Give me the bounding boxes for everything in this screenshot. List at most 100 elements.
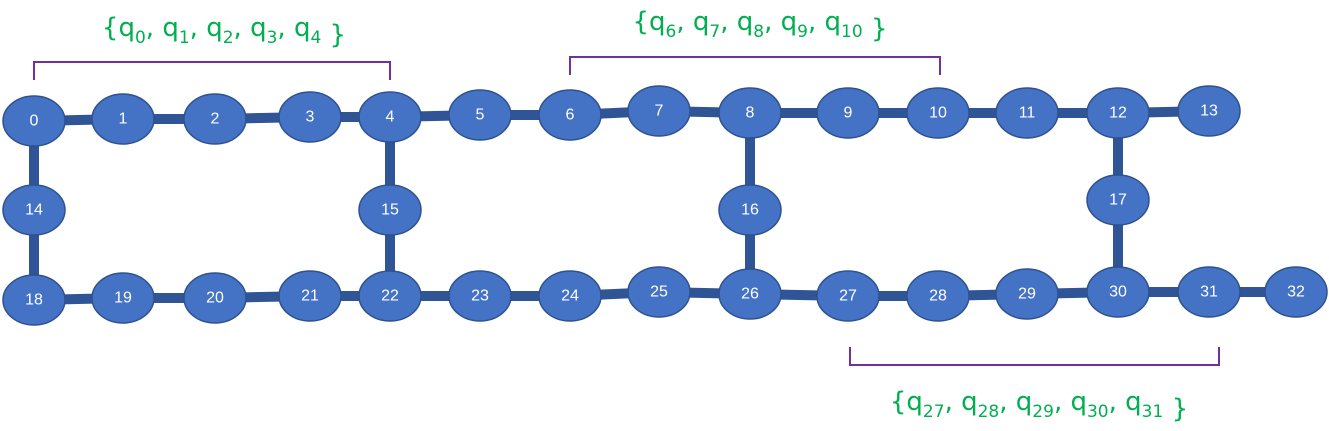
node-label-6: 6 (566, 107, 575, 124)
node-21: 21 (278, 270, 342, 322)
node-label-18: 18 (25, 292, 43, 309)
node-24: 24 (538, 270, 602, 322)
node-label-17: 17 (1109, 192, 1127, 209)
node-label-26: 26 (741, 286, 759, 303)
node-10: 10 (906, 87, 970, 139)
qubit-subscript: 2 (223, 28, 234, 48)
qubit-subscript: 3 (267, 28, 278, 48)
node-16: 16 (718, 184, 782, 236)
qubit-symbol: q (1125, 387, 1142, 417)
qubit-symbol: q (649, 7, 666, 37)
node-4: 4 (358, 91, 422, 143)
node-circle-27 (816, 270, 880, 322)
node-label-14: 14 (25, 202, 43, 219)
qubit-separator: , (1054, 387, 1071, 417)
qubit-symbol: q (294, 13, 311, 43)
node-14: 14 (2, 184, 66, 236)
node-22: 22 (358, 270, 422, 322)
bracket-group-27-31 (849, 347, 1220, 366)
node-20: 20 (183, 272, 247, 324)
node-circle-22 (358, 270, 422, 322)
qubit-symbol: q (1070, 387, 1087, 417)
node-0: 0 (2, 95, 66, 147)
node-label-0: 0 (30, 113, 39, 130)
qubit-symbol: q (906, 387, 923, 417)
qubit-separator: , (720, 7, 737, 37)
node-19: 19 (91, 272, 155, 324)
node-label-13: 13 (1200, 103, 1218, 120)
node-circle-0 (2, 95, 66, 147)
node-23: 23 (448, 270, 512, 322)
qubit-symbol: q (737, 7, 754, 37)
group-close-brace: } (321, 20, 346, 50)
qubit-symbol: q (825, 7, 842, 37)
node-28: 28 (906, 270, 970, 322)
node-label-5: 5 (476, 107, 485, 124)
node-label-8: 8 (746, 105, 755, 122)
node-circle-18 (2, 274, 66, 326)
group-close-brace: } (863, 14, 888, 44)
node-circle-6 (538, 89, 602, 141)
node-18: 18 (2, 274, 66, 326)
qubit-symbol: q (693, 7, 710, 37)
qubit-subscript: 1 (179, 28, 190, 48)
node-circle-28 (906, 270, 970, 322)
qubit-separator: , (999, 387, 1016, 417)
node-label-29: 29 (1018, 286, 1036, 303)
node-7: 7 (627, 85, 691, 137)
qubit-symbol: q (162, 13, 179, 43)
qubit-separator: , (676, 7, 693, 37)
node-label-16: 16 (741, 202, 759, 219)
qubit-symbol: q (961, 387, 978, 417)
node-circle-2 (183, 93, 247, 145)
node-label-4: 4 (386, 109, 395, 126)
bracket-group-6-10 (569, 56, 941, 75)
node-circle-1 (91, 93, 155, 145)
qubit-subscript: 10 (841, 22, 863, 42)
qubit-subscript: 9 (797, 22, 808, 42)
node-label-30: 30 (1109, 284, 1127, 301)
node-label-31: 31 (1200, 284, 1218, 301)
qubit-symbol: q (206, 13, 223, 43)
node-circle-21 (278, 270, 342, 322)
node-circle-26 (718, 268, 782, 320)
node-label-9: 9 (844, 105, 853, 122)
node-17: 17 (1086, 174, 1150, 226)
node-circle-3 (278, 91, 342, 143)
qubit-separator: , (764, 7, 781, 37)
group-label-group-0-4: {q0, q1, q2, q3, q4 } (102, 13, 346, 50)
node-label-2: 2 (211, 111, 220, 128)
qubit-separator: , (146, 13, 163, 43)
qubit-subscript: 31 (1142, 402, 1164, 422)
node-label-21: 21 (301, 288, 319, 305)
group-close-brace: } (1163, 394, 1188, 424)
qubit-subscript: 4 (310, 28, 321, 48)
qubit-separator: , (1109, 387, 1126, 417)
node-circle-12 (1086, 87, 1150, 139)
qubit-subscript: 27 (923, 402, 945, 422)
node-circle-9 (816, 87, 880, 139)
node-8: 8 (718, 87, 782, 139)
node-11: 11 (995, 87, 1059, 139)
node-29: 29 (995, 268, 1059, 320)
node-circle-8 (718, 87, 782, 139)
group-label-group-6-10: {q6, q7, q8, q9, q10 } (632, 7, 887, 44)
node-label-24: 24 (561, 288, 579, 305)
node-5: 5 (448, 89, 512, 141)
node-circle-4 (358, 91, 422, 143)
qubit-symbol: q (1016, 387, 1033, 417)
node-12: 12 (1086, 87, 1150, 139)
node-26: 26 (718, 268, 782, 320)
node-1: 1 (91, 93, 155, 145)
group-label-group-27-31: {q27, q28, q29, q30, q31 } (890, 387, 1188, 424)
node-9: 9 (816, 87, 880, 139)
node-6: 6 (538, 89, 602, 141)
brackets-layer (33, 56, 1220, 366)
node-label-27: 27 (839, 288, 857, 305)
group-labels-layer: {q0, q1, q2, q3, q4 }{q6, q7, q8, q9, q1… (102, 7, 1188, 424)
node-circle-17 (1086, 174, 1150, 226)
group-open-brace: { (102, 13, 119, 43)
node-label-11: 11 (1019, 105, 1036, 122)
node-circle-15 (358, 184, 422, 236)
